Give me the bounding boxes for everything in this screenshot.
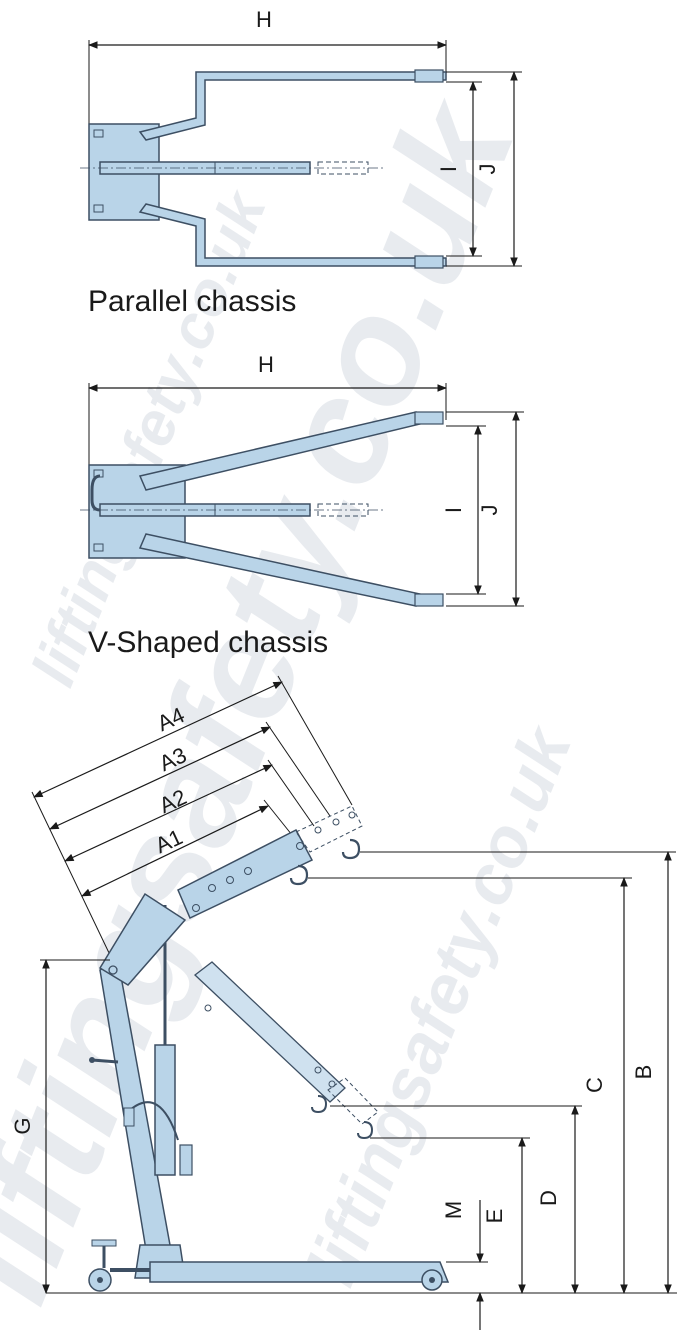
front-wheel-hub — [429, 1277, 435, 1283]
boom-hole — [208, 884, 216, 892]
vshaped-chassis-drawing: H I J V-Shaped chassis — [80, 352, 524, 659]
vshaped-bolt — [93, 543, 104, 552]
parallel-upper-wheel — [414, 69, 444, 83]
parallel-dim-h-label: H — [256, 7, 272, 32]
vshaped-upper-wheel — [414, 411, 444, 425]
vshaped-caption: V-Shaped chassis — [88, 626, 328, 659]
lowered-hook-1 — [311, 1095, 328, 1114]
base-leg — [149, 1261, 450, 1283]
parallel-dim-j-label: J — [475, 164, 500, 175]
boom-outer — [177, 828, 314, 920]
boom-hole — [332, 818, 340, 826]
parallel-dim-i-label: I — [436, 166, 461, 172]
parallel-lower-wheel — [414, 255, 444, 269]
boom-hole — [226, 876, 234, 884]
boom-hole — [348, 811, 356, 819]
pump-handle — [129, 1101, 179, 1141]
lowered-boom-hole — [328, 1080, 336, 1088]
boom-inner — [98, 892, 187, 986]
valve-block — [123, 1107, 135, 1127]
dim-a3-ext — [265, 721, 331, 817]
vshaped-lower-wheel — [414, 593, 444, 607]
lowered-boom-arm — [193, 961, 346, 1103]
dim-c-label: C — [582, 1077, 607, 1093]
lowered-boom-hole — [314, 1066, 322, 1074]
vshaped-dim-i-label: I — [441, 507, 466, 513]
dim-b-label: B — [631, 1065, 656, 1080]
vshaped-handle — [90, 474, 101, 512]
rear-caster-hub — [97, 1277, 103, 1283]
parallel-chassis-drawing: H I J Parallel chassis — [80, 7, 522, 318]
boom-hole — [192, 904, 200, 912]
hook-raised-a4 — [341, 838, 361, 860]
parallel-bolt — [93, 204, 104, 213]
push-handle — [91, 1058, 119, 1064]
lowered-boom — [193, 961, 379, 1140]
watermark-3: liftingsafety.co.uk — [292, 714, 587, 1295]
dim-m-label: M — [441, 1201, 466, 1219]
pump-unit — [179, 1144, 193, 1176]
vshaped-dim-j-label: J — [477, 505, 502, 516]
parallel-caption: Parallel chassis — [88, 285, 296, 318]
boom-pivot — [108, 965, 118, 975]
boom-hole — [296, 842, 304, 850]
boom-hole — [314, 826, 322, 834]
caster-brake — [91, 1239, 117, 1247]
dim-e-label: E — [482, 1209, 507, 1224]
lowered-hook-2 — [357, 1121, 374, 1140]
boom-extension — [295, 805, 363, 853]
dim-d-label: D — [536, 1190, 561, 1206]
dim-a4-ext — [277, 675, 353, 806]
parallel-bolt — [93, 129, 104, 138]
hook-raised-a1 — [289, 864, 309, 886]
side-view-drawing: A4 A3 A2 A1 — [10, 675, 677, 1330]
boom-hole — [244, 867, 252, 875]
vshaped-dim-h-label: H — [258, 352, 274, 377]
lowered-boom-hole — [204, 1004, 212, 1012]
dim-g-label: G — [10, 1117, 35, 1134]
dim-a-ext-left — [31, 791, 111, 956]
push-handle-knob — [89, 1057, 95, 1063]
dim-a2-ext — [267, 759, 315, 827]
dim-a1-line — [81, 805, 269, 897]
hydraulic-ram — [154, 1044, 176, 1176]
